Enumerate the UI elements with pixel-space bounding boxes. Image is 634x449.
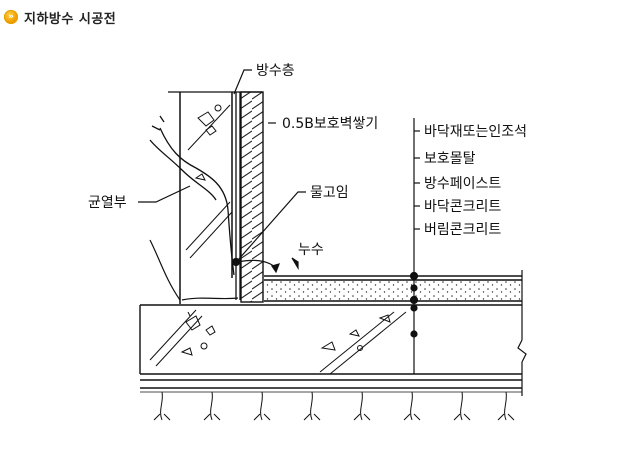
ground-squiggles [153, 391, 515, 421]
label-lean-concrete: 버림콘크리트 [424, 222, 501, 238]
label-floor-finish: 바닥재또는인조석 [424, 124, 527, 140]
label-leader [409, 118, 420, 374]
label-leak: 누수 [298, 242, 324, 258]
label-floor-concrete: 바닥콘크리트 [424, 199, 501, 215]
slab-texture [149, 309, 407, 375]
label-crack: 균열부 [88, 195, 127, 211]
protective-brick-wall [240, 91, 264, 303]
chevron-right-circle-icon: » [4, 10, 18, 24]
page-title: 지하방수 시공전 [24, 11, 117, 27]
label-water-pooling: 물고임 [310, 185, 349, 201]
concrete-wall [168, 91, 262, 304]
section-header: » 지하방수 시공전 [4, 8, 117, 27]
break-line [517, 270, 527, 396]
waterproof-layer [235, 92, 241, 300]
label-protective-wall: 0.5B보호벽쌓기 [282, 116, 378, 132]
label-waterproof-paste: 방수페이스트 [424, 176, 501, 192]
label-protective-mortar: 보호몰탈 [424, 151, 476, 167]
callout-leaders [138, 69, 306, 301]
floor-layers [139, 275, 522, 393]
label-waterproof-layer: 방수층 [256, 63, 295, 79]
crack-line [149, 115, 235, 276]
